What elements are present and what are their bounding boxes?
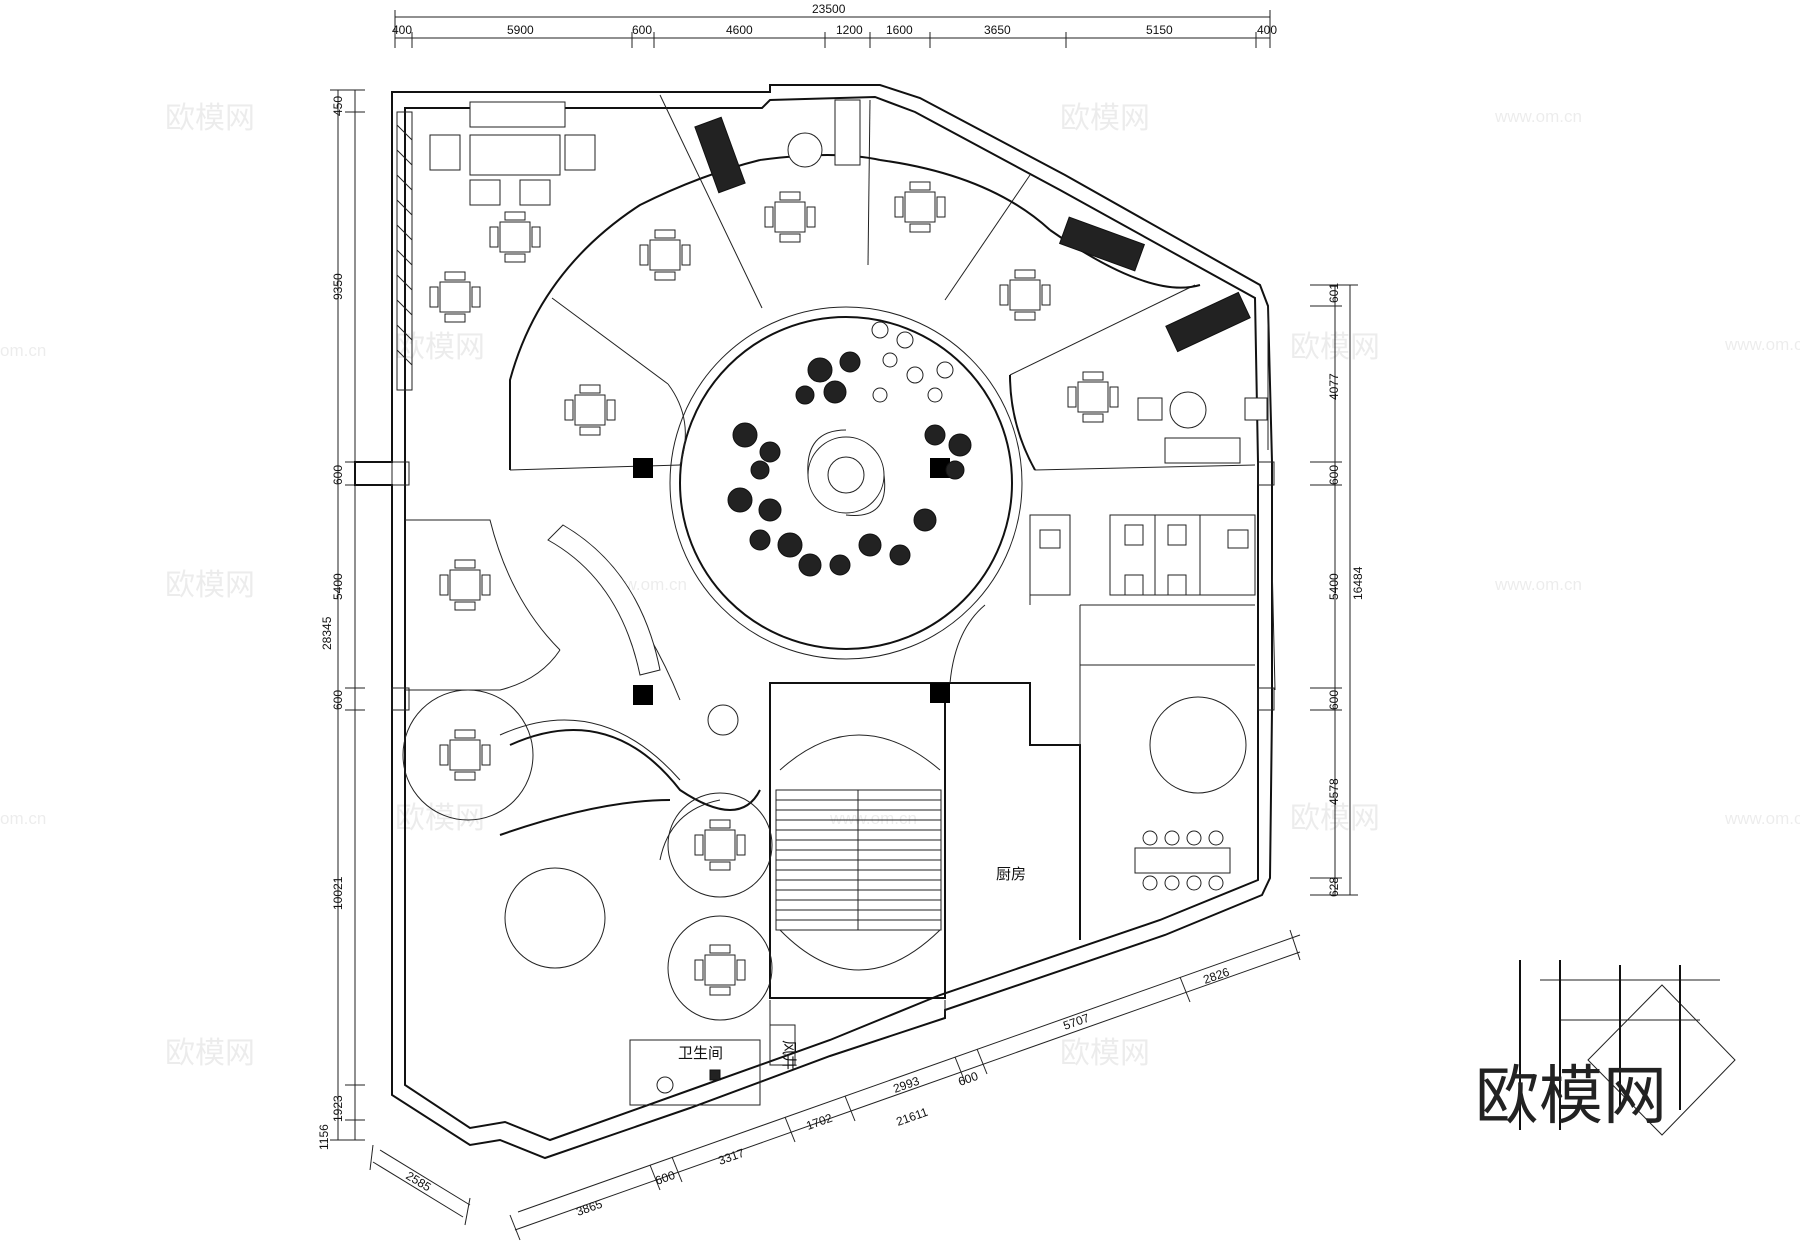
watermark-url: www.om.cn (1724, 809, 1800, 828)
dining-set (1067, 371, 1119, 423)
dining-set (439, 729, 491, 781)
stair-treads (775, 734, 942, 971)
dining-set (639, 229, 691, 281)
dim-label: 1702 (804, 1111, 834, 1133)
watermarks: 欧模网 欧模网 www.om.cn om.cn 欧模网 欧模网 www.om.c… (0, 101, 1800, 1071)
toilet-stalls (1029, 514, 1256, 596)
dining-set (429, 271, 481, 323)
dimension-left: 450 9350 600 5400 28345 600 10021 1923 1… (317, 89, 365, 1150)
site-logo: 欧模网 (1475, 960, 1736, 1136)
dim-label: 2585 (403, 1169, 433, 1195)
dim-label: 4077 (1327, 373, 1341, 400)
dim-label: 600 (1327, 465, 1341, 485)
dining-set (694, 944, 746, 996)
watermark-url: om.cn (0, 341, 46, 360)
watermark-url: www.om.cn (1494, 107, 1582, 126)
dining-set (894, 181, 946, 233)
dim-label: 4600 (726, 23, 753, 37)
dim-label: 3317 (716, 1146, 746, 1168)
dim-label: 600 (653, 1168, 677, 1188)
column (930, 683, 950, 703)
dim-label: 5707 (1061, 1011, 1091, 1033)
dim-label: 600 (1327, 690, 1341, 710)
dim-label: 3865 (574, 1197, 604, 1219)
dim-total-diagonal: 21611 (894, 1105, 930, 1129)
room-labels: 厨房 卫生间 风井 (678, 865, 1026, 1070)
dining-set (999, 269, 1051, 321)
watermark-url: www.om.cn (1494, 575, 1582, 594)
dining-set (694, 819, 746, 871)
dim-label: 5400 (331, 573, 345, 600)
dim-label: 1156 (317, 1124, 331, 1150)
dining-set (764, 191, 816, 243)
dining-set (439, 559, 491, 611)
dim-label: 5150 (1146, 23, 1173, 37)
outer-walls (354, 84, 1276, 1160)
dim-label: 600 (632, 23, 652, 37)
dim-label: 2993 (891, 1074, 921, 1096)
watermark-url: om.cn (0, 809, 46, 828)
logo-text: 欧模网 (1475, 1060, 1667, 1134)
room-label-restroom: 卫生间 (678, 1044, 723, 1062)
dining-set (564, 384, 616, 436)
column (930, 458, 950, 478)
dim-label: 400 (392, 23, 412, 37)
dimension-right: 601 4077 600 5400 16484 600 4578 628 (1310, 283, 1365, 897)
round-table (1149, 696, 1247, 794)
dim-total-width: 23500 (812, 2, 846, 16)
watermark-url: www.om.cn (1724, 335, 1800, 354)
watermark: 欧模网 (1060, 101, 1150, 136)
round-table (504, 867, 606, 969)
dim-label: 600 (956, 1069, 980, 1089)
dimension-top: 23500 400 5900 600 4600 1200 1600 3650 5… (392, 2, 1277, 48)
dim-total-height: 28345 (320, 616, 334, 650)
dim-label: 600 (331, 465, 345, 485)
dim-label: 5900 (507, 23, 534, 37)
dim-label: 9350 (331, 273, 345, 300)
dim-label: 1200 (836, 23, 863, 37)
dim-label: 10021 (331, 876, 345, 910)
dim-label: 1923 (331, 1095, 345, 1122)
dim-label: 400 (1257, 23, 1277, 37)
interior-partitions (405, 94, 1256, 1060)
dim-label: 4578 (1327, 778, 1341, 805)
watermark: 欧模网 (1060, 1036, 1150, 1071)
room-label-kitchen: 厨房 (996, 865, 1026, 883)
dim-label: 600 (331, 690, 345, 710)
watermark: 欧模网 (165, 568, 255, 603)
room-label-shaft: 风井 (780, 1040, 798, 1070)
column (633, 458, 653, 478)
watermark: 欧模网 (395, 330, 485, 365)
dimension-bottom-diagonal: 2826 5707 600 2993 1702 21611 3317 600 3… (509, 929, 1301, 1241)
watermark: 欧模网 (165, 1036, 255, 1071)
dim-label: 1600 (886, 23, 913, 37)
atrium-garden (727, 321, 972, 577)
dim-label: 5400 (1327, 573, 1341, 600)
dining-set (489, 211, 541, 263)
dim-label: 3650 (984, 23, 1011, 37)
furniture (402, 99, 1268, 1106)
watermark-url: www.om.cn (829, 809, 917, 828)
watermark: 欧模网 (165, 101, 255, 136)
column (633, 685, 653, 705)
columns (633, 458, 950, 705)
watermark: 欧模网 (395, 801, 485, 836)
dim-total-right: 16484 (1351, 566, 1365, 600)
dim-label: 601 (1327, 283, 1341, 303)
dim-label: 628 (1327, 877, 1341, 897)
dim-label: 450 (331, 96, 345, 116)
dimension-bottom-left: 2585 (369, 1144, 471, 1226)
